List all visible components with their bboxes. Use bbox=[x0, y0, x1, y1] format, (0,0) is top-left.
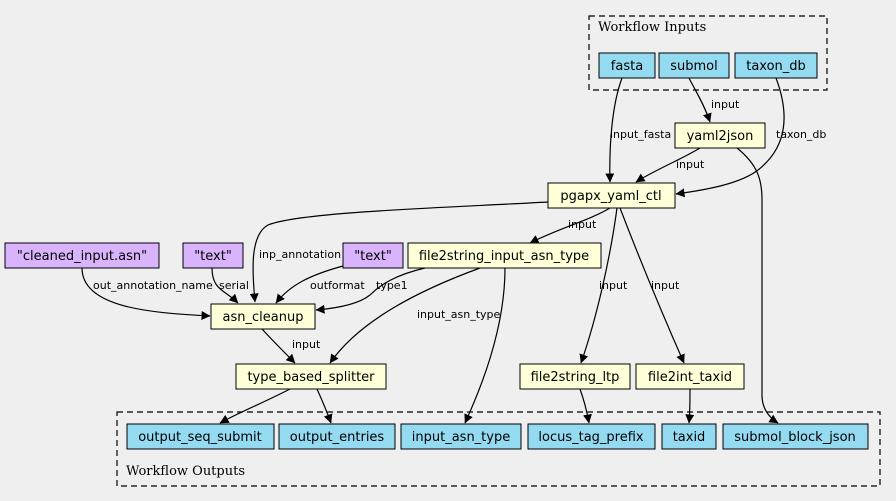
node-locus-tag-prefix[interactable]: locus_tag_prefix bbox=[527, 423, 656, 450]
node-text-outformat[interactable]: "text" bbox=[342, 242, 404, 269]
node-type-based-splitter-label: type_based_splitter bbox=[247, 370, 375, 385]
edge-text1-asncleanup bbox=[211, 267, 239, 304]
workflow-inputs-cluster: Workflow Inputs bbox=[588, 15, 828, 91]
edge-splitter-outputentries bbox=[316, 388, 333, 424]
node-cleaned-input-asn-label: "cleaned_input.asn" bbox=[17, 249, 147, 264]
node-input-asn-type-label: input_asn_type bbox=[412, 430, 510, 445]
edge-label-text1-asncleanup: serial bbox=[219, 279, 249, 292]
node-file2int-taxid[interactable]: file2int_taxid bbox=[635, 363, 745, 390]
edge-label-pgapx-taxid: input bbox=[651, 279, 680, 292]
node-taxon-db[interactable]: taxon_db bbox=[734, 52, 818, 79]
node-asn-cleanup[interactable]: asn_cleanup bbox=[210, 303, 316, 330]
node-file2string-input-asn-type-label: file2string_input_asn_type bbox=[419, 249, 589, 264]
edge-label-submol-yaml2json: input bbox=[711, 98, 740, 111]
edge-label-fasta-pgapx: input_fasta bbox=[610, 128, 671, 141]
workflow-outputs-cluster: Workflow Outputs bbox=[116, 411, 881, 487]
node-input-asn-type[interactable]: input_asn_type bbox=[400, 423, 522, 450]
node-type-based-splitter[interactable]: type_based_splitter bbox=[235, 363, 387, 390]
node-text-outformat-label: "text" bbox=[354, 249, 392, 264]
edges bbox=[81, 77, 785, 424]
node-locus-tag-prefix-label: locus_tag_prefix bbox=[538, 430, 644, 445]
edge-taxid-taxid bbox=[685, 388, 695, 424]
edge-yaml2json-pgapx bbox=[635, 147, 701, 183]
workflow-outputs-label: Workflow Outputs bbox=[126, 464, 245, 479]
edge-cleaned-asncleanup bbox=[81, 267, 211, 320]
edge-fasta-pgapx bbox=[605, 77, 623, 183]
edge-label-pgapx-asncleanup: inp_annotation bbox=[259, 248, 341, 261]
edge-pgapx-file2string bbox=[529, 207, 611, 244]
node-file2string-ltp-label: file2string_ltp bbox=[531, 370, 620, 385]
edge-label-pgapx-file2string: input bbox=[568, 218, 597, 231]
node-submol-block-json-label: submol_block_json bbox=[734, 430, 856, 445]
node-output-seq-submit-label: output_seq_submit bbox=[138, 430, 262, 445]
node-asn-cleanup-label: asn_cleanup bbox=[223, 310, 304, 325]
node-yaml2json-label: yaml2json bbox=[687, 129, 754, 144]
node-fasta[interactable]: fasta bbox=[598, 52, 656, 79]
edge-label-yaml2json-pgapx: input bbox=[676, 158, 705, 171]
node-file2string-ltp[interactable]: file2string_ltp bbox=[519, 363, 631, 390]
edge-file2string-splitter bbox=[329, 267, 481, 364]
edge-label-cleaned-asncleanup: out_annotation_name bbox=[93, 279, 213, 292]
edge-label-taxondb-pgapx: taxon_db bbox=[776, 128, 826, 141]
edge-asncleanup-splitter bbox=[261, 328, 296, 364]
node-taxid-label: taxid bbox=[673, 430, 706, 445]
node-taxon-db-label: taxon_db bbox=[746, 59, 806, 74]
node-output-seq-submit[interactable]: output_seq_submit bbox=[126, 423, 275, 450]
edge-label-pgapx-ltp: input bbox=[599, 279, 628, 292]
node-submol[interactable]: submol bbox=[658, 52, 730, 79]
edge-pgapx-ltp bbox=[579, 207, 618, 364]
node-text-serial[interactable]: "text" bbox=[182, 242, 244, 269]
edge-labels: input input_fasta taxon_db input input i… bbox=[93, 98, 826, 351]
node-yaml2json[interactable]: yaml2json bbox=[674, 122, 766, 149]
edge-label-text2-asncleanup: outformat bbox=[310, 279, 365, 292]
node-fasta-label: fasta bbox=[611, 59, 643, 74]
node-output-entries-label: output_entries bbox=[290, 430, 385, 445]
edge-file2string-inputasntype bbox=[464, 267, 506, 424]
node-pgapx-yaml-ctl-label: pgapx_yaml_ctl bbox=[560, 189, 661, 204]
workflow-inputs-label: Workflow Inputs bbox=[598, 20, 706, 35]
edge-pgapx-taxid bbox=[619, 207, 685, 364]
node-file2string-input-asn-type[interactable]: file2string_input_asn_type bbox=[407, 242, 602, 269]
edge-taxondb-pgapx bbox=[675, 77, 785, 198]
node-taxid[interactable]: taxid bbox=[661, 423, 717, 450]
node-text-serial-label: "text" bbox=[194, 249, 232, 264]
edge-text2-asncleanup bbox=[275, 265, 344, 304]
edge-yaml2json-submolblock bbox=[736, 147, 779, 424]
edge-label-file2string-asncleanup: type1 bbox=[376, 279, 408, 292]
edge-label-file2string-splitter: input_asn_type bbox=[417, 308, 501, 321]
node-submol-label: submol bbox=[670, 59, 718, 74]
edge-file2string-asncleanup bbox=[315, 267, 426, 314]
edge-label-asncleanup-splitter: input bbox=[292, 338, 321, 351]
node-pgapx-yaml-ctl[interactable]: pgapx_yaml_ctl bbox=[547, 182, 676, 209]
edge-pgapx-asncleanup bbox=[249, 201, 549, 303]
node-cleaned-input-asn[interactable]: "cleaned_input.asn" bbox=[4, 242, 160, 269]
edge-ltp-locustagprefix bbox=[579, 388, 592, 424]
edge-splitter-outputseqsubmit bbox=[219, 388, 291, 424]
node-output-entries[interactable]: output_entries bbox=[278, 423, 396, 450]
edge-submol-yaml2json bbox=[688, 77, 712, 123]
node-file2int-taxid-label: file2int_taxid bbox=[648, 370, 732, 385]
node-submol-block-json[interactable]: submol_block_json bbox=[722, 423, 869, 450]
